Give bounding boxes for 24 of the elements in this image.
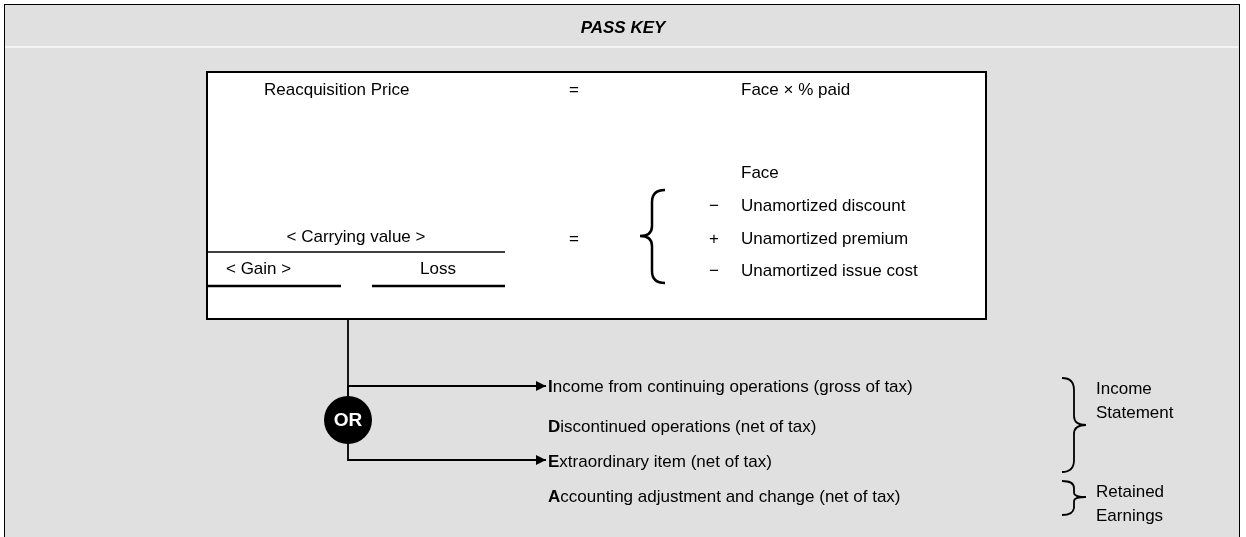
statement-item: Accounting adjustment and change (net of tax) (548, 487, 901, 507)
statement-item: Income from continuing operations (gross of tax) (548, 377, 913, 397)
bracket-label: Income Statement (1096, 378, 1175, 424)
bracket-label: Retained Earnings (1096, 481, 1166, 527)
formula-term: < Gain > (226, 259, 292, 279)
formula-term: < Carrying value > (285, 227, 427, 247)
equals-sign: = (569, 229, 579, 249)
formula-term: Unamortized issue cost (741, 261, 918, 281)
formula-term: Reacquisition Price (264, 80, 410, 100)
formula-term: Unamortized discount (741, 196, 906, 216)
title: PASS KEY (579, 18, 668, 38)
arrow (347, 381, 547, 397)
statement-item: Discontinued operations (net of tax) (548, 417, 817, 437)
statement-item: Extraordinary item (net of tax) (548, 452, 772, 472)
formula-term: Unamortized premium (741, 229, 909, 249)
minus-sign: − (709, 196, 719, 216)
formula-term: Face (741, 163, 779, 183)
formula-term: Face × % paid (741, 80, 851, 100)
equals-sign: = (569, 80, 579, 100)
arrow (347, 443, 547, 465)
plus-sign: + (709, 229, 719, 249)
minus-sign: − (709, 261, 719, 281)
formula-term: Loss (420, 259, 456, 279)
formula-box (206, 71, 987, 320)
